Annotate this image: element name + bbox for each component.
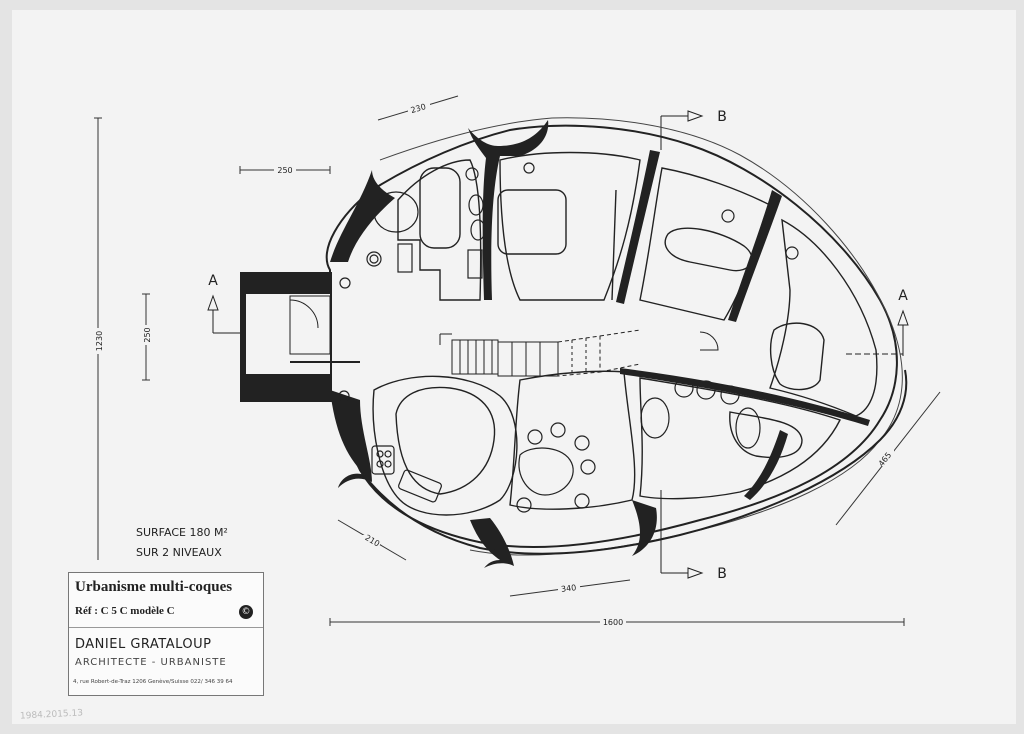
section-b-top-label: B	[717, 109, 727, 125]
section-b-bottom-label: B	[717, 566, 727, 582]
outer-shell	[325, 117, 903, 556]
dimension-230: 230	[410, 102, 427, 115]
title-block: Urbanisme multi-coques Réf : C 5 C modèl…	[68, 572, 264, 696]
title-block-divider	[69, 627, 263, 628]
architect-role: ARCHITECTE - URBANISTE	[75, 657, 227, 668]
copyright-icon: ©	[239, 605, 253, 619]
architect-address: 4, rue Robert-de-Traz 1206 Genève/Suisse…	[73, 679, 233, 685]
dimension-1230: 1230	[95, 331, 104, 351]
dimension-340: 340	[561, 583, 577, 594]
dimension-1600: 1600	[603, 618, 623, 627]
dimension-250-left: 250	[143, 327, 152, 342]
levels-label: SUR 2 NIVEAUX	[136, 546, 222, 559]
architect-name: DANIEL GRATALOUP	[75, 637, 212, 652]
surface-area-label: SURFACE 180 M²	[136, 526, 228, 539]
section-markers	[207, 110, 909, 579]
floor-plan: 1230 250 250 230 1600 340 210 465 A A B …	[90, 95, 941, 627]
staircase	[439, 329, 719, 377]
drawing-sheet: 1230 250 250 230 1600 340 210 465 A A B …	[12, 10, 1016, 724]
section-a-right-label: A	[898, 288, 908, 304]
entrance	[240, 272, 360, 402]
shell-band	[359, 369, 908, 555]
structural-walls	[330, 120, 870, 568]
reference-code: Réf : C 5 C modèle C	[75, 605, 175, 617]
dimension-250-top: 250	[277, 166, 292, 175]
interior-rooms	[372, 151, 878, 516]
section-a-left-label: A	[208, 273, 218, 289]
fixtures	[338, 162, 799, 513]
project-title: Urbanisme multi-coques	[75, 579, 233, 595]
